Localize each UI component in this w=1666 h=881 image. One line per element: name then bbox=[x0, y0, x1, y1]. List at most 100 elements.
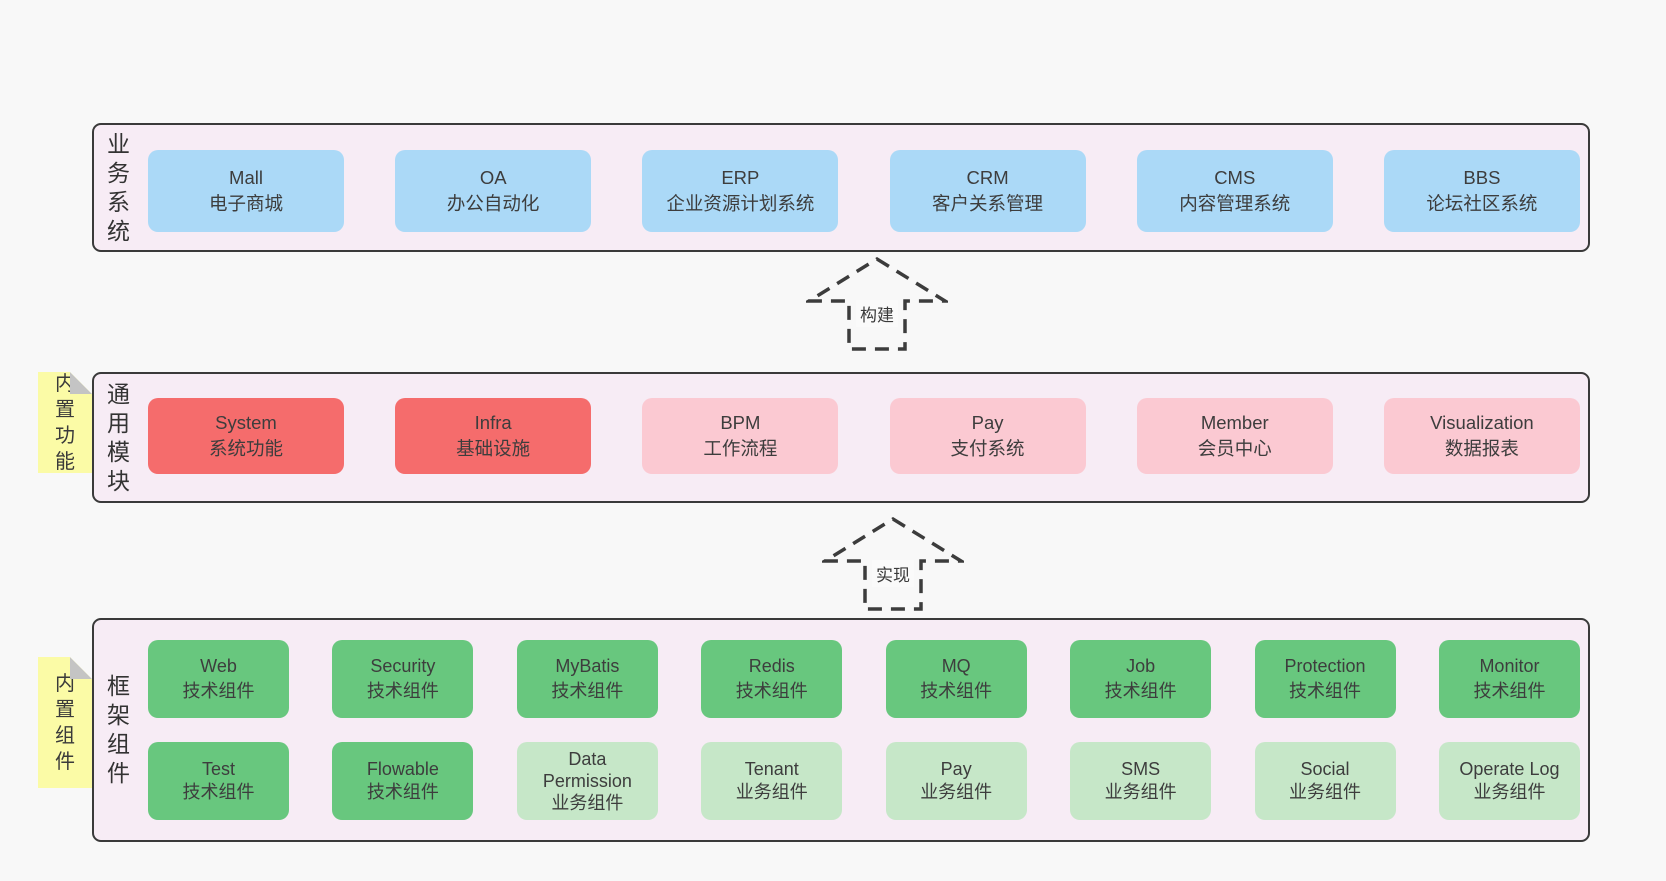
box-subtitle: 基础设施 bbox=[456, 438, 531, 459]
common-modules-band: 通用模块 System 系统功能 Infra 基础设施 BPM 工作流程 Pay… bbox=[92, 372, 1590, 503]
box-subtitle: 技术组件 bbox=[182, 782, 255, 802]
box-sms: SMS 业务组件 bbox=[1070, 742, 1212, 820]
box-title: Test bbox=[201, 759, 235, 779]
box-security: Security 技术组件 bbox=[332, 640, 474, 718]
note-label: 内置组件 bbox=[55, 672, 75, 773]
box-visualization: Visualization 数据报表 bbox=[1383, 398, 1580, 474]
dashed-up-arrow-icon bbox=[822, 516, 964, 611]
box-subtitle: 系统功能 bbox=[208, 438, 283, 459]
band-label-common-modules: 通用模块 bbox=[107, 380, 130, 494]
business-systems-boxes: Mall 电子商城 OA 办公自动化 ERP 企业资源计划系统 CRM 客户关系… bbox=[148, 150, 1580, 232]
box-title: Tenant bbox=[744, 759, 799, 779]
box-title: Social bbox=[1300, 759, 1350, 779]
box-subtitle: 电子商城 bbox=[208, 193, 283, 214]
box-title: Job bbox=[1126, 656, 1156, 676]
build-arrow: 构建 bbox=[806, 256, 948, 352]
box-cms: CMS 内容管理系统 bbox=[1136, 150, 1333, 232]
box-redis: Redis 技术组件 bbox=[701, 640, 843, 718]
box-subtitle: 技术组件 bbox=[920, 681, 993, 701]
box-protection: Protection 技术组件 bbox=[1254, 640, 1396, 718]
box-title: System bbox=[215, 412, 277, 433]
box-subtitle: 客户关系管理 bbox=[932, 193, 1044, 214]
box-bbs: BBS 论坛社区系统 bbox=[1383, 150, 1580, 232]
framework-components-row-2: Test 技术组件 Flowable 技术组件 Data Permission … bbox=[148, 742, 1580, 820]
box-title: CMS bbox=[1214, 167, 1256, 188]
box-tenant: Tenant 业务组件 bbox=[701, 742, 843, 820]
note-fold-corner bbox=[70, 372, 92, 394]
box-title: Member bbox=[1200, 412, 1269, 433]
box-subtitle: 技术组件 bbox=[735, 681, 808, 701]
box-member: Member 会员中心 bbox=[1136, 398, 1333, 474]
box-subtitle: 业务组件 bbox=[735, 782, 808, 802]
business-systems-band: 业务系统 Mall 电子商城 OA 办公自动化 ERP 企业资源计划系统 CRM… bbox=[92, 123, 1590, 252]
box-title: Monitor bbox=[1479, 656, 1540, 676]
box-title: Pay bbox=[940, 759, 972, 779]
note-fold-corner bbox=[70, 657, 92, 679]
box-operate-log: Operate Log 业务组件 bbox=[1438, 742, 1580, 820]
box-title: Mall bbox=[229, 167, 263, 188]
box-title: OA bbox=[479, 167, 507, 188]
band-label-framework-components: 框架组件 bbox=[107, 673, 130, 786]
box-monitor: Monitor 技术组件 bbox=[1438, 640, 1580, 718]
box-title: Data Permission bbox=[542, 748, 632, 791]
box-title: Flowable bbox=[366, 759, 439, 779]
implement-arrow: 实现 bbox=[822, 516, 964, 612]
box-subtitle: 内容管理系统 bbox=[1179, 193, 1291, 214]
box-social: Social 业务组件 bbox=[1254, 742, 1396, 820]
box-title: Operate Log bbox=[1459, 759, 1560, 779]
box-bpm: BPM 工作流程 bbox=[642, 398, 839, 474]
box-subtitle: 业务组件 bbox=[1104, 782, 1177, 802]
box-subtitle: 业务组件 bbox=[1289, 782, 1362, 802]
box-oa: OA 办公自动化 bbox=[395, 150, 592, 232]
box-subtitle: 数据报表 bbox=[1444, 438, 1519, 459]
box-job: Job 技术组件 bbox=[1070, 640, 1212, 718]
box-title: ERP bbox=[721, 167, 760, 188]
box-subtitle: 业务组件 bbox=[920, 782, 993, 802]
box-pay-system: Pay 支付系统 bbox=[889, 398, 1086, 474]
box-subtitle: 技术组件 bbox=[182, 681, 255, 701]
box-title: Web bbox=[200, 656, 237, 676]
box-data-permission: Data Permission 业务组件 bbox=[516, 742, 658, 820]
common-modules-boxes: System 系统功能 Infra 基础设施 BPM 工作流程 Pay 支付系统… bbox=[148, 398, 1580, 474]
box-subtitle: 工作流程 bbox=[703, 438, 778, 459]
box-subtitle: 技术组件 bbox=[1473, 681, 1546, 701]
box-system: System 系统功能 bbox=[148, 398, 344, 474]
box-subtitle: 业务组件 bbox=[551, 792, 624, 813]
band-label-business-systems: 业务系统 bbox=[107, 130, 130, 244]
box-erp: ERP 企业资源计划系统 bbox=[642, 150, 839, 232]
box-subtitle: 技术组件 bbox=[1104, 681, 1177, 701]
box-mq: MQ 技术组件 bbox=[885, 640, 1027, 718]
box-mall: Mall 电子商城 bbox=[148, 150, 344, 232]
box-title: MyBatis bbox=[555, 656, 620, 676]
box-subtitle: 会员中心 bbox=[1197, 438, 1272, 459]
box-infra: Infra 基础设施 bbox=[395, 398, 592, 474]
box-subtitle: 技术组件 bbox=[551, 681, 624, 701]
arrow-label-implement: 实现 bbox=[872, 560, 914, 587]
box-title: CRM bbox=[966, 167, 1009, 188]
dashed-up-arrow-icon bbox=[806, 256, 948, 351]
box-subtitle: 业务组件 bbox=[1473, 782, 1546, 802]
box-subtitle: 技术组件 bbox=[366, 782, 439, 802]
box-title: SMS bbox=[1121, 759, 1161, 779]
box-title: Protection bbox=[1284, 656, 1366, 676]
box-title: MQ bbox=[941, 656, 971, 676]
box-test: Test 技术组件 bbox=[148, 742, 289, 820]
box-subtitle: 办公自动化 bbox=[446, 193, 540, 214]
box-subtitle: 技术组件 bbox=[366, 681, 439, 701]
box-crm: CRM 客户关系管理 bbox=[889, 150, 1086, 232]
sticky-note-built-in-features: 内置功能 bbox=[38, 372, 92, 473]
box-web: Web 技术组件 bbox=[148, 640, 289, 718]
box-flowable: Flowable 技术组件 bbox=[332, 742, 474, 820]
box-title: BBS bbox=[1463, 167, 1501, 188]
box-title: Visualization bbox=[1430, 412, 1534, 433]
sticky-note-built-in-components: 内置组件 bbox=[38, 657, 92, 788]
framework-components-row-1: Web 技术组件 Security 技术组件 MyBatis 技术组件 Redi… bbox=[148, 640, 1580, 718]
box-title: Security bbox=[370, 656, 436, 676]
box-mybatis: MyBatis 技术组件 bbox=[516, 640, 658, 718]
box-subtitle: 支付系统 bbox=[950, 438, 1025, 459]
box-title: BPM bbox=[720, 412, 761, 433]
box-subtitle: 企业资源计划系统 bbox=[666, 193, 815, 214]
framework-components-band: 框架组件 Web 技术组件 Security 技术组件 MyBatis 技术组件… bbox=[92, 618, 1590, 842]
box-pay-component: Pay 业务组件 bbox=[885, 742, 1027, 820]
arrow-label-build: 构建 bbox=[856, 300, 898, 327]
